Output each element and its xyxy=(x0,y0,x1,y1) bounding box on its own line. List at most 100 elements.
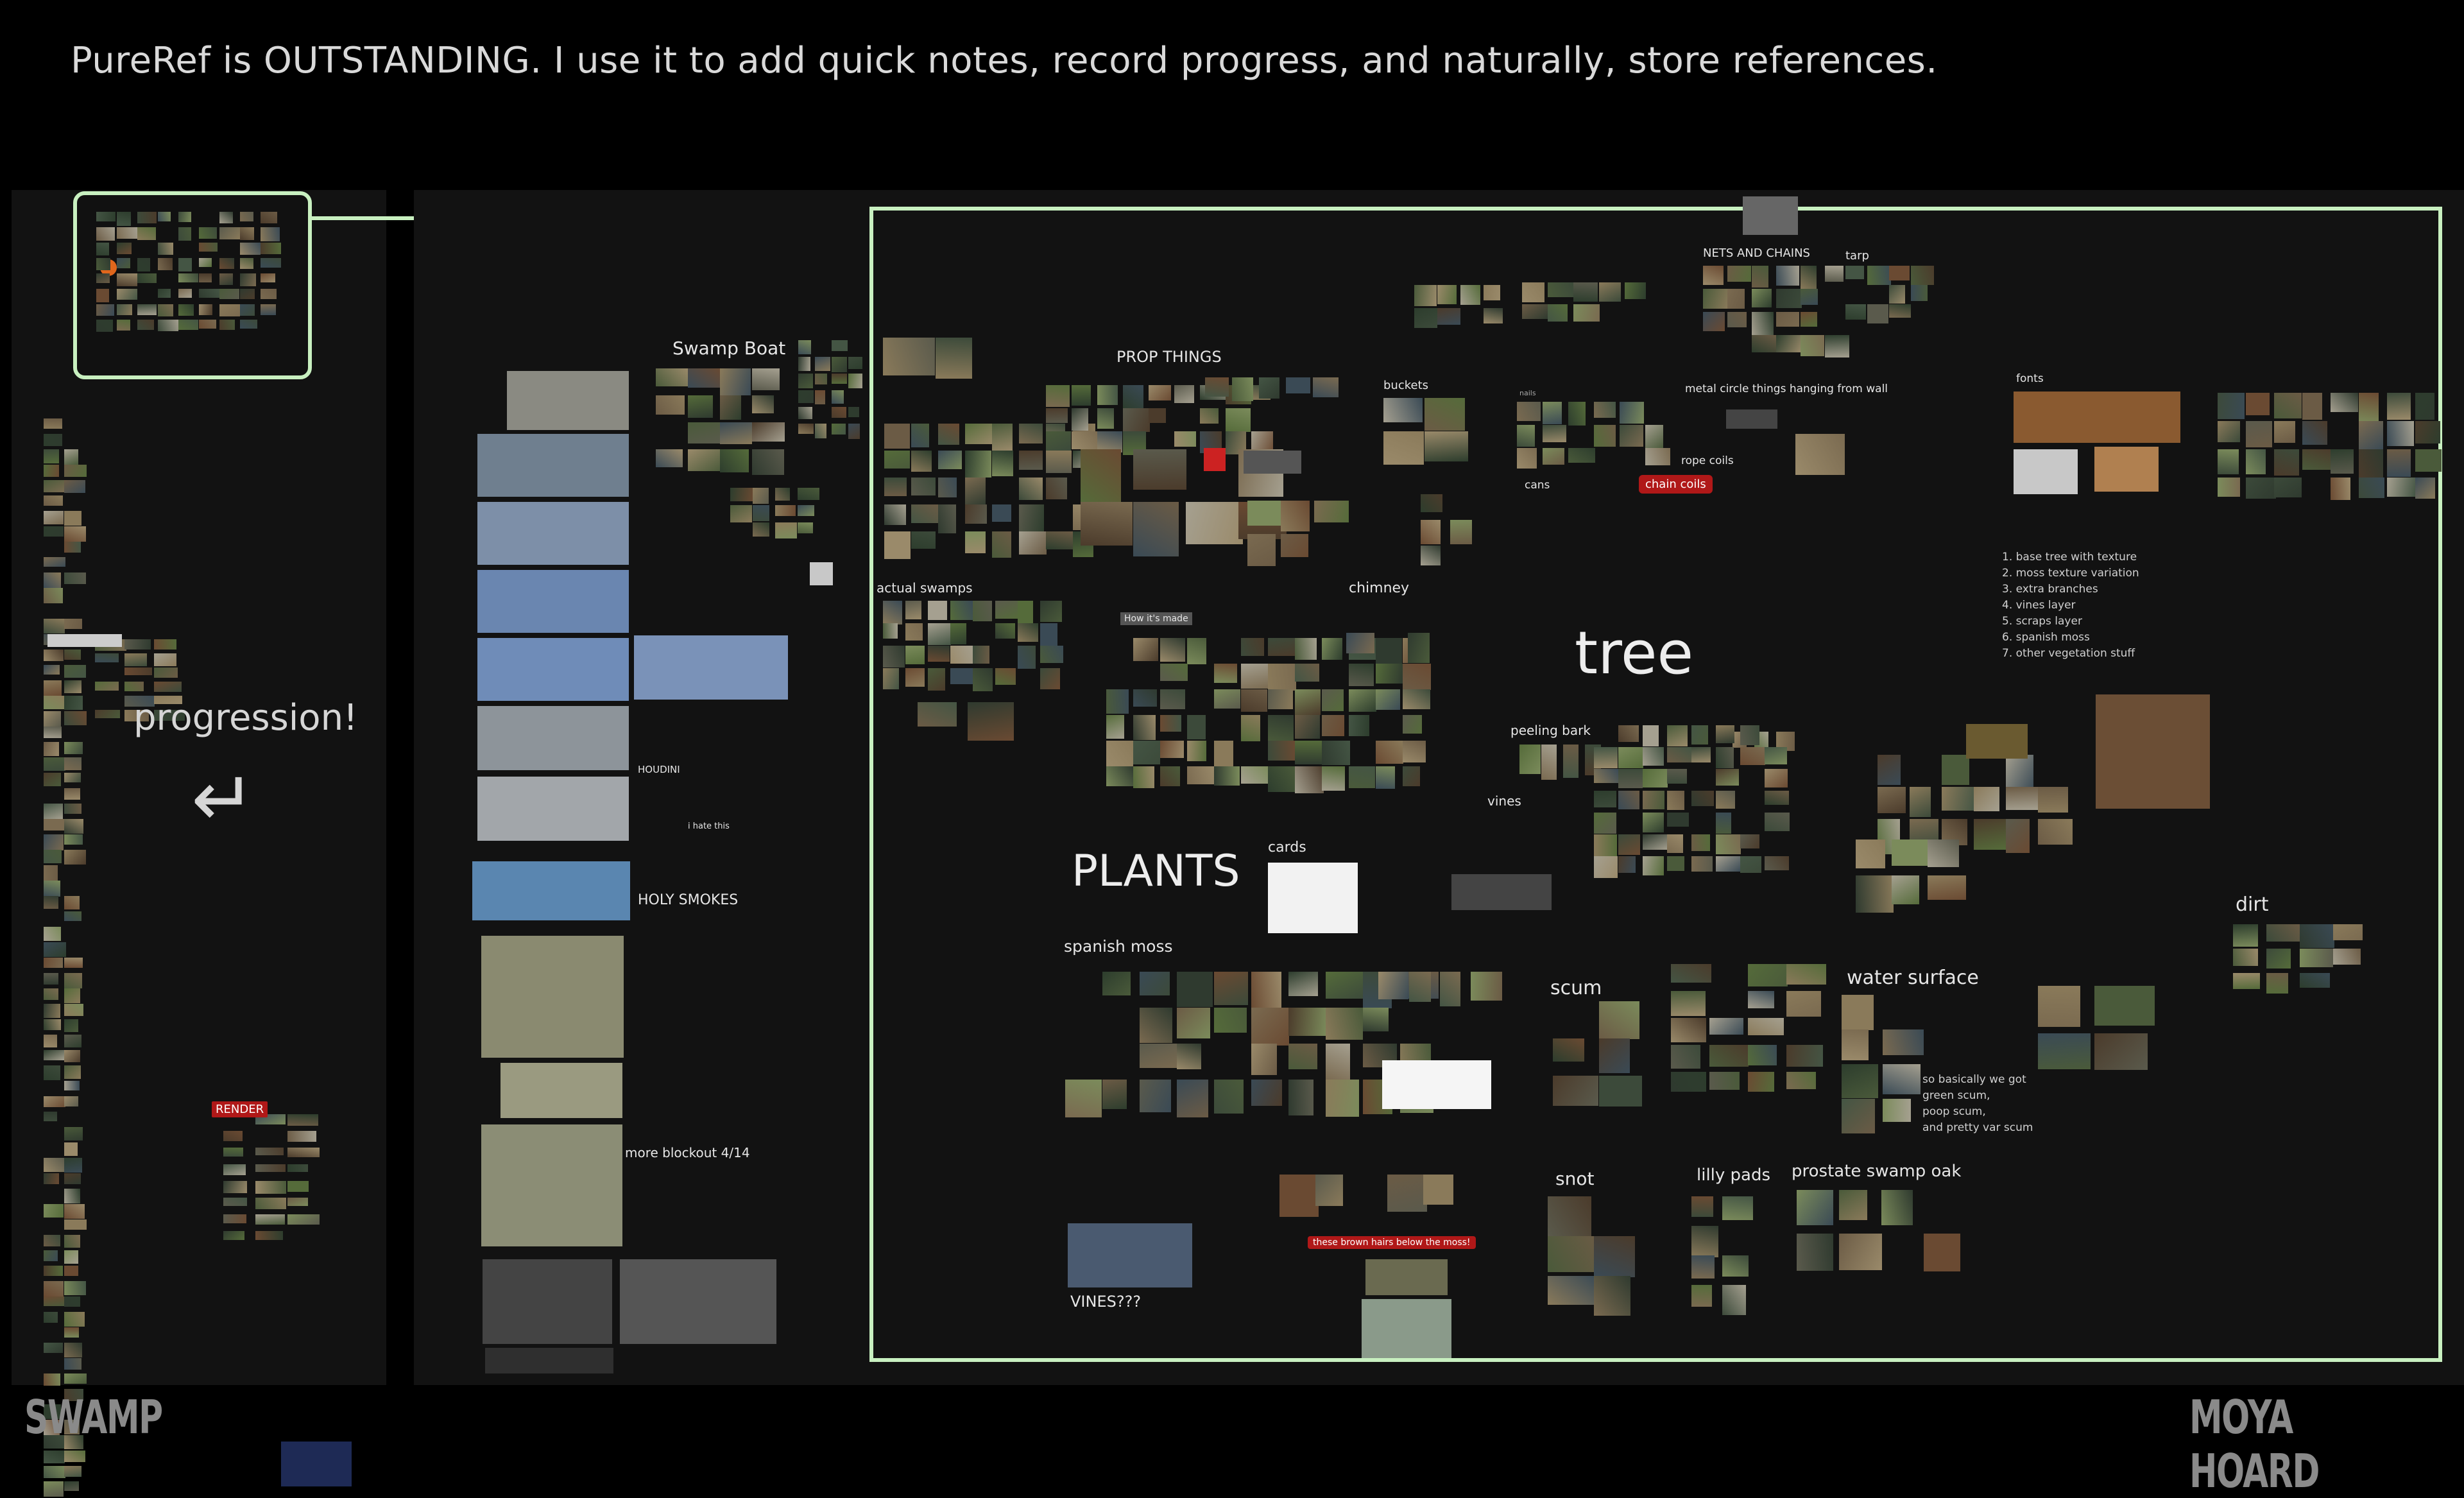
reference-image[interactable] xyxy=(1279,1175,1319,1217)
reference-image[interactable] xyxy=(1133,741,1160,764)
reference-image[interactable] xyxy=(240,320,257,329)
reference-image[interactable] xyxy=(1314,501,1349,522)
reference-image[interactable] xyxy=(1322,741,1350,765)
reference-image[interactable] xyxy=(1177,1080,1208,1117)
reference-image[interactable] xyxy=(1842,995,1874,1030)
reference-image[interactable] xyxy=(883,623,898,639)
reference-image[interactable] xyxy=(1889,285,1905,304)
reference-image[interactable] xyxy=(1703,312,1725,331)
reference-image[interactable] xyxy=(95,710,120,718)
reference-image[interactable] xyxy=(1174,385,1194,403)
reference-image[interactable] xyxy=(2274,393,2302,418)
reference-image[interactable] xyxy=(64,1019,78,1032)
reference-image[interactable] xyxy=(1232,377,1253,401)
reference-image[interactable] xyxy=(2300,924,2334,948)
reference-image[interactable] xyxy=(44,711,61,727)
reference-image[interactable] xyxy=(1378,972,1408,999)
reference-image[interactable] xyxy=(44,1065,60,1080)
reference-image[interactable] xyxy=(1383,398,1423,422)
reference-image[interactable] xyxy=(255,1164,286,1172)
reference-image[interactable] xyxy=(124,710,149,721)
reference-image[interactable] xyxy=(1440,972,1460,1006)
reference-image[interactable] xyxy=(1594,1276,1630,1316)
reference-image[interactable] xyxy=(1244,451,1301,474)
reference-image[interactable] xyxy=(219,273,233,285)
reference-image[interactable] xyxy=(1068,1223,1192,1287)
reference-image[interactable] xyxy=(1889,304,1911,318)
reference-image[interactable] xyxy=(992,504,1011,522)
reference-image[interactable] xyxy=(1786,991,1821,1017)
reference-image[interactable] xyxy=(223,1181,247,1193)
reference-image[interactable] xyxy=(883,338,935,375)
reference-image[interactable] xyxy=(1268,689,1293,709)
reference-image[interactable] xyxy=(798,357,810,371)
reference-image[interactable] xyxy=(1892,875,1919,904)
reference-image[interactable] xyxy=(44,696,66,709)
reference-image[interactable] xyxy=(44,680,62,696)
reference-image[interactable] xyxy=(1226,408,1251,432)
reference-image[interactable] xyxy=(995,601,1018,619)
reference-image[interactable] xyxy=(1387,1175,1427,1212)
reference-image[interactable] xyxy=(1046,408,1068,423)
reference-image[interactable] xyxy=(1776,266,1799,286)
reference-image[interactable] xyxy=(483,1259,612,1344)
reference-image[interactable] xyxy=(905,668,925,687)
reference-image[interactable] xyxy=(1346,633,1374,653)
reference-image[interactable] xyxy=(1856,875,1894,913)
reference-image[interactable] xyxy=(2038,986,2080,1027)
reference-image[interactable] xyxy=(1883,1099,1911,1122)
reference-image[interactable] xyxy=(2387,449,2411,477)
reference-image[interactable] xyxy=(1019,478,1043,500)
reference-image[interactable] xyxy=(1421,494,1442,512)
reference-image[interactable] xyxy=(1594,402,1616,418)
reference-image[interactable] xyxy=(1133,766,1154,788)
reference-image[interactable] xyxy=(832,407,846,418)
reference-image[interactable] xyxy=(938,451,962,469)
reference-image[interactable] xyxy=(261,258,281,268)
reference-image[interactable] xyxy=(2387,478,2415,497)
reference-image[interactable] xyxy=(1040,623,1057,646)
reference-image[interactable] xyxy=(752,449,784,475)
reference-image[interactable] xyxy=(1362,1299,1451,1358)
reference-image[interactable] xyxy=(44,1420,60,1435)
reference-image[interactable] xyxy=(117,320,130,331)
reference-image[interactable] xyxy=(911,478,936,495)
reference-image[interactable] xyxy=(44,896,58,909)
reference-image[interactable] xyxy=(1241,715,1260,741)
reference-image[interactable] xyxy=(1382,1060,1491,1109)
reference-image[interactable] xyxy=(240,304,255,316)
reference-image[interactable] xyxy=(44,1281,64,1296)
reference-image[interactable] xyxy=(1911,266,1934,285)
reference-image[interactable] xyxy=(1765,769,1788,788)
reference-image[interactable] xyxy=(1543,425,1566,442)
reference-image[interactable] xyxy=(199,243,218,252)
reference-image[interactable] xyxy=(2415,393,2434,420)
reference-image[interactable] xyxy=(1019,504,1044,531)
reference-image[interactable] xyxy=(124,667,152,675)
reference-image[interactable] xyxy=(1247,501,1281,526)
reference-image[interactable] xyxy=(477,638,629,701)
reference-image[interactable] xyxy=(223,1198,247,1206)
reference-image[interactable] xyxy=(1140,1080,1171,1112)
reference-image[interactable] xyxy=(1667,834,1683,853)
reference-image[interactable] xyxy=(2038,787,2068,813)
reference-image[interactable] xyxy=(1645,448,1670,465)
reference-image[interactable] xyxy=(64,804,81,814)
reference-image[interactable] xyxy=(1423,1175,1453,1205)
reference-image[interactable] xyxy=(1160,715,1181,732)
reference-image[interactable] xyxy=(1019,451,1043,470)
reference-image[interactable] xyxy=(137,304,157,315)
reference-image[interactable] xyxy=(1667,769,1687,784)
reference-image[interactable] xyxy=(477,570,629,633)
reference-image[interactable] xyxy=(64,696,83,710)
reference-image[interactable] xyxy=(1942,755,1969,785)
reference-image[interactable] xyxy=(656,395,685,415)
reference-image[interactable] xyxy=(1425,431,1468,461)
reference-image[interactable] xyxy=(1097,385,1118,405)
reference-image[interactable] xyxy=(44,1481,64,1497)
reference-image[interactable] xyxy=(472,861,630,920)
reference-image[interactable] xyxy=(1322,638,1342,660)
reference-image[interactable] xyxy=(905,601,921,619)
reference-image[interactable] xyxy=(1019,424,1043,443)
reference-image[interactable] xyxy=(2266,973,2288,994)
